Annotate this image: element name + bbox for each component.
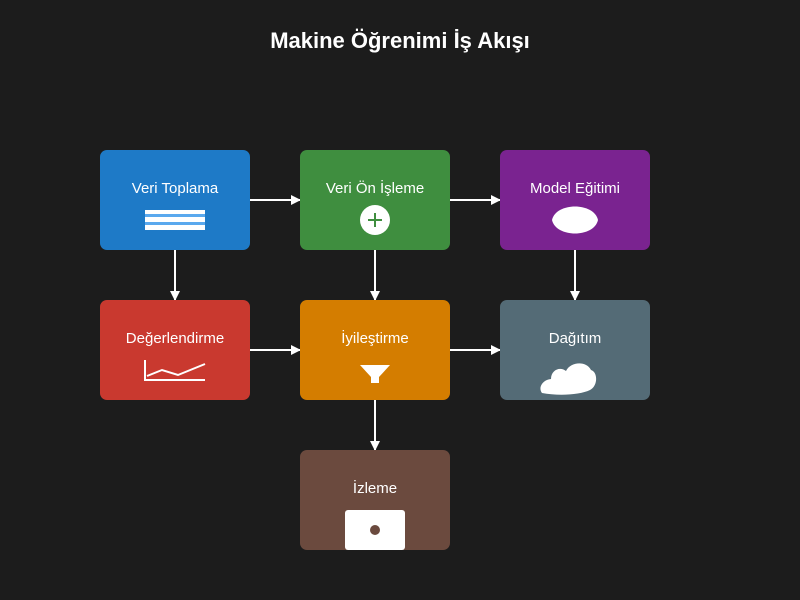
diagram-title: Makine Öğrenimi İş Akışı	[270, 28, 530, 53]
node-monitoring: İzleme	[300, 450, 450, 550]
cloud-icon	[540, 363, 597, 395]
funnel-icon	[360, 365, 390, 383]
node-evaluation: Değerlendirme	[100, 300, 250, 400]
node-deployment: Dağıtım	[500, 300, 650, 400]
node-label: Değerlendirme	[125, 330, 225, 347]
node-label: Model Eğitimi	[529, 180, 621, 197]
node-label: İyileştirme	[341, 330, 409, 347]
node-label: Veri Toplama	[131, 180, 219, 197]
node-label: Veri Ön İşleme	[325, 180, 425, 197]
node-data-collection: Veri Toplama	[100, 150, 250, 250]
node-label: Dağıtım	[548, 330, 602, 347]
database-stripes-icon	[145, 210, 205, 230]
node-optimization: İyileştirme	[300, 300, 450, 400]
brain-shape-icon	[552, 206, 598, 234]
node-model-training: Model Eğitimi	[500, 150, 650, 250]
monitor-screen-icon	[345, 506, 405, 550]
node-data-preprocessing: Veri Ön İşleme	[300, 150, 450, 250]
line-chart-icon	[144, 360, 206, 381]
plus-circle-icon	[360, 205, 390, 235]
node-label: İzleme	[352, 480, 398, 497]
